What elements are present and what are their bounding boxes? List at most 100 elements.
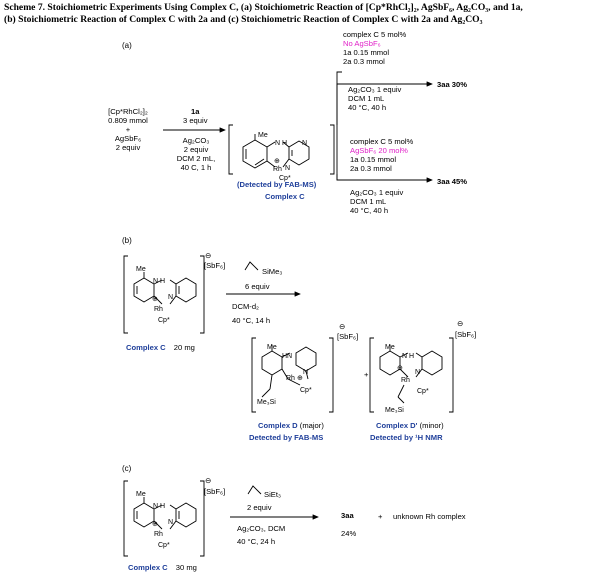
atom-me-dp: Me — [385, 344, 395, 351]
part-c-reagent: SiEt₃ — [264, 490, 282, 499]
part-a-lower-conditions-below: Ag₂CO₃ 1 equiv DCM 1 mL 40 °C, 40 h — [350, 188, 403, 215]
complex-dp-name: Complex D' — [376, 421, 418, 430]
atom-rh-b: Rh — [154, 306, 163, 313]
reagent-plus: + — [125, 125, 131, 134]
complex-dp-structure — [379, 345, 443, 404]
part-c-complex-c-amount: 30 mg — [175, 563, 197, 572]
part-b-complex-c: Complex C — [126, 343, 166, 352]
part-b-complex-c-row: Complex C 20 mg — [126, 343, 195, 352]
atom-cp-d: Cp* — [300, 387, 312, 394]
atom-cp-dp: Cp* — [417, 388, 429, 395]
upper-1a: 1a 0.15 mmol — [343, 48, 390, 57]
complex-c-structure-c — [133, 497, 197, 530]
complex-d-name: Complex D — [258, 421, 298, 430]
lower-agsbf6: AgSbF₆ 20 mol% — [350, 146, 408, 155]
lower-ag2co3: Ag₂CO₃ 1 equiv — [350, 188, 404, 197]
complex-d-detected: Detected by FAB-MS — [249, 433, 324, 442]
vinyl-silane-c — [247, 485, 262, 495]
part-b-reagent: SiMe₃ — [262, 267, 283, 276]
atom-hn-d: HN — [282, 353, 292, 360]
part-c-charge: ⊖ — [205, 476, 212, 485]
atom-me-c: Me — [136, 491, 146, 498]
complex-d-bracket — [251, 337, 334, 413]
atom-rh-c: Rh — [154, 531, 163, 538]
upper-complex-c: complex C 5 mol% — [343, 30, 407, 39]
reagent-agsbf6: AgSbF₆ — [114, 134, 142, 143]
cond1-temp-time: 40 C, 1 h — [180, 163, 212, 172]
part-c-complex-c: Complex C — [128, 563, 168, 572]
part-b-plus: + — [364, 370, 369, 379]
complex-d-note: (major) — [299, 421, 324, 430]
reagent-rh-amount: 0.809 mmol — [108, 116, 148, 125]
atom-rh-dp: Rh — [401, 377, 410, 384]
part-b-anion-dp: [SbF₆] — [455, 330, 477, 339]
cond1-ag2co3: Ag₂CO₃ — [182, 136, 210, 145]
atom-n-d: N — [303, 369, 308, 376]
atom-plus-dp: ⊕ — [397, 365, 403, 372]
part-c-yield: 24% — [341, 529, 357, 538]
atom-plus-a: ⊕ — [274, 158, 280, 165]
lower-complex-c: complex C 5 mol% — [350, 137, 414, 146]
atom-n-c2: N — [168, 519, 173, 526]
part-a-left-reagents: [Cp*RhCl₂]₂ 0.809 mmol + AgSbF₆ 2 equiv — [100, 107, 156, 152]
atom-cp-a: Cp* — [279, 175, 291, 182]
atom-nh-dp: N H — [402, 353, 414, 360]
atom-me-a: Me — [258, 132, 268, 139]
atom-me-b: Me — [136, 266, 146, 273]
reagent-1a-equiv: 3 equiv — [183, 116, 208, 125]
branch-up — [336, 71, 342, 125]
reagent-agsbf6-equiv: 2 equiv — [115, 143, 141, 152]
part-b-label: (b) — [122, 236, 132, 245]
atom-n-a2: N — [285, 165, 290, 172]
atom-n-dp: N — [415, 369, 420, 376]
part-a-conditions-1: Ag₂CO₃ 2 equiv DCM 2 mL, 40 C, 1 h — [174, 136, 218, 172]
part-a-lower-conditions: complex C 5 mol% AgSbF₆ 20 mol% 1a 0.15 … — [350, 137, 413, 173]
atom-nh-c: N H — [153, 503, 165, 510]
complex-dp-bracket — [369, 337, 454, 413]
part-b-charge: ⊖ — [205, 251, 212, 260]
part-b-charge-d: ⊖ — [339, 322, 346, 331]
complex-d-structure — [261, 345, 317, 398]
upper-no-agsbf6: No AgSbF₆ — [343, 39, 381, 48]
part-c-anion: [SbF₆] — [204, 487, 226, 496]
complex-d-row: Complex D (major) — [258, 421, 324, 430]
part-b-solvent: DCM-d₂ — [232, 302, 259, 311]
atom-n-a1: N — [302, 140, 307, 147]
part-a-upper-conditions: complex C 5 mol% No AgSbF₆ 1a 0.15 mmol … — [343, 30, 406, 66]
complex-c-bracket-a — [228, 124, 335, 175]
upper-temp: 40 °C, 40 h — [348, 103, 387, 112]
atom-nh-a: N H — [275, 140, 287, 147]
part-a-reagent-1a: 1a 3 equiv — [183, 107, 208, 125]
complex-c-bracket-b — [123, 255, 205, 334]
part-c-temp: 40 °C, 24 h — [237, 537, 276, 546]
lower-2a: 2a 0.3 mmol — [350, 164, 392, 173]
atom-rh-d: Rh — [286, 375, 295, 382]
lower-1a: 1a 0.15 mmol — [350, 155, 397, 164]
atom-plus-c: ⊕ — [152, 521, 158, 528]
complex-dp-row: Complex D' (minor) — [376, 421, 444, 430]
atom-cp-c: Cp* — [158, 542, 170, 549]
upper-ag2co3: Ag₂CO₃ 1 equiv — [348, 85, 402, 94]
part-b-equiv: 6 equiv — [245, 282, 270, 291]
part-c-solvent: Ag₂CO₃, DCM — [237, 524, 286, 533]
lower-temp: 40 °C, 40 h — [350, 206, 389, 215]
part-b-anion-d: [SbF₆] — [337, 332, 359, 341]
cond1-equiv: 2 equiv — [183, 145, 209, 154]
upper-dcm: DCM 1 mL — [348, 94, 385, 103]
part-c-plus: + — [378, 512, 383, 521]
complex-dp-note: (minor) — [419, 421, 444, 430]
part-c-complex-c-row: Complex C 30 mg — [128, 563, 197, 572]
part-c-other-product: unknown Rh complex — [393, 512, 466, 521]
atom-n-b2: N — [168, 294, 173, 301]
atom-rh-a: Rh — [273, 166, 282, 173]
scheme-caption: Scheme 7. Stoichiometric Experiments Usi… — [4, 2, 589, 25]
atom-me3si-dp: Me₃Si — [385, 407, 404, 414]
atom-plus-b: ⊕ — [152, 296, 158, 303]
part-a-upper-conditions-below: Ag₂CO₃ 1 equiv DCM 1 mL 40 °C, 40 h — [348, 85, 401, 112]
complex-dp-detected: Detected by ¹H NMR — [370, 433, 443, 442]
detected-by-fab-ms: (Detected by FAB-MS) — [237, 180, 317, 189]
caption-line-2: (b) Stoichiometric Reaction of Complex C… — [4, 13, 483, 25]
lower-dcm: DCM 1 mL — [350, 197, 387, 206]
reagent-1a-label: 1a — [191, 107, 200, 116]
